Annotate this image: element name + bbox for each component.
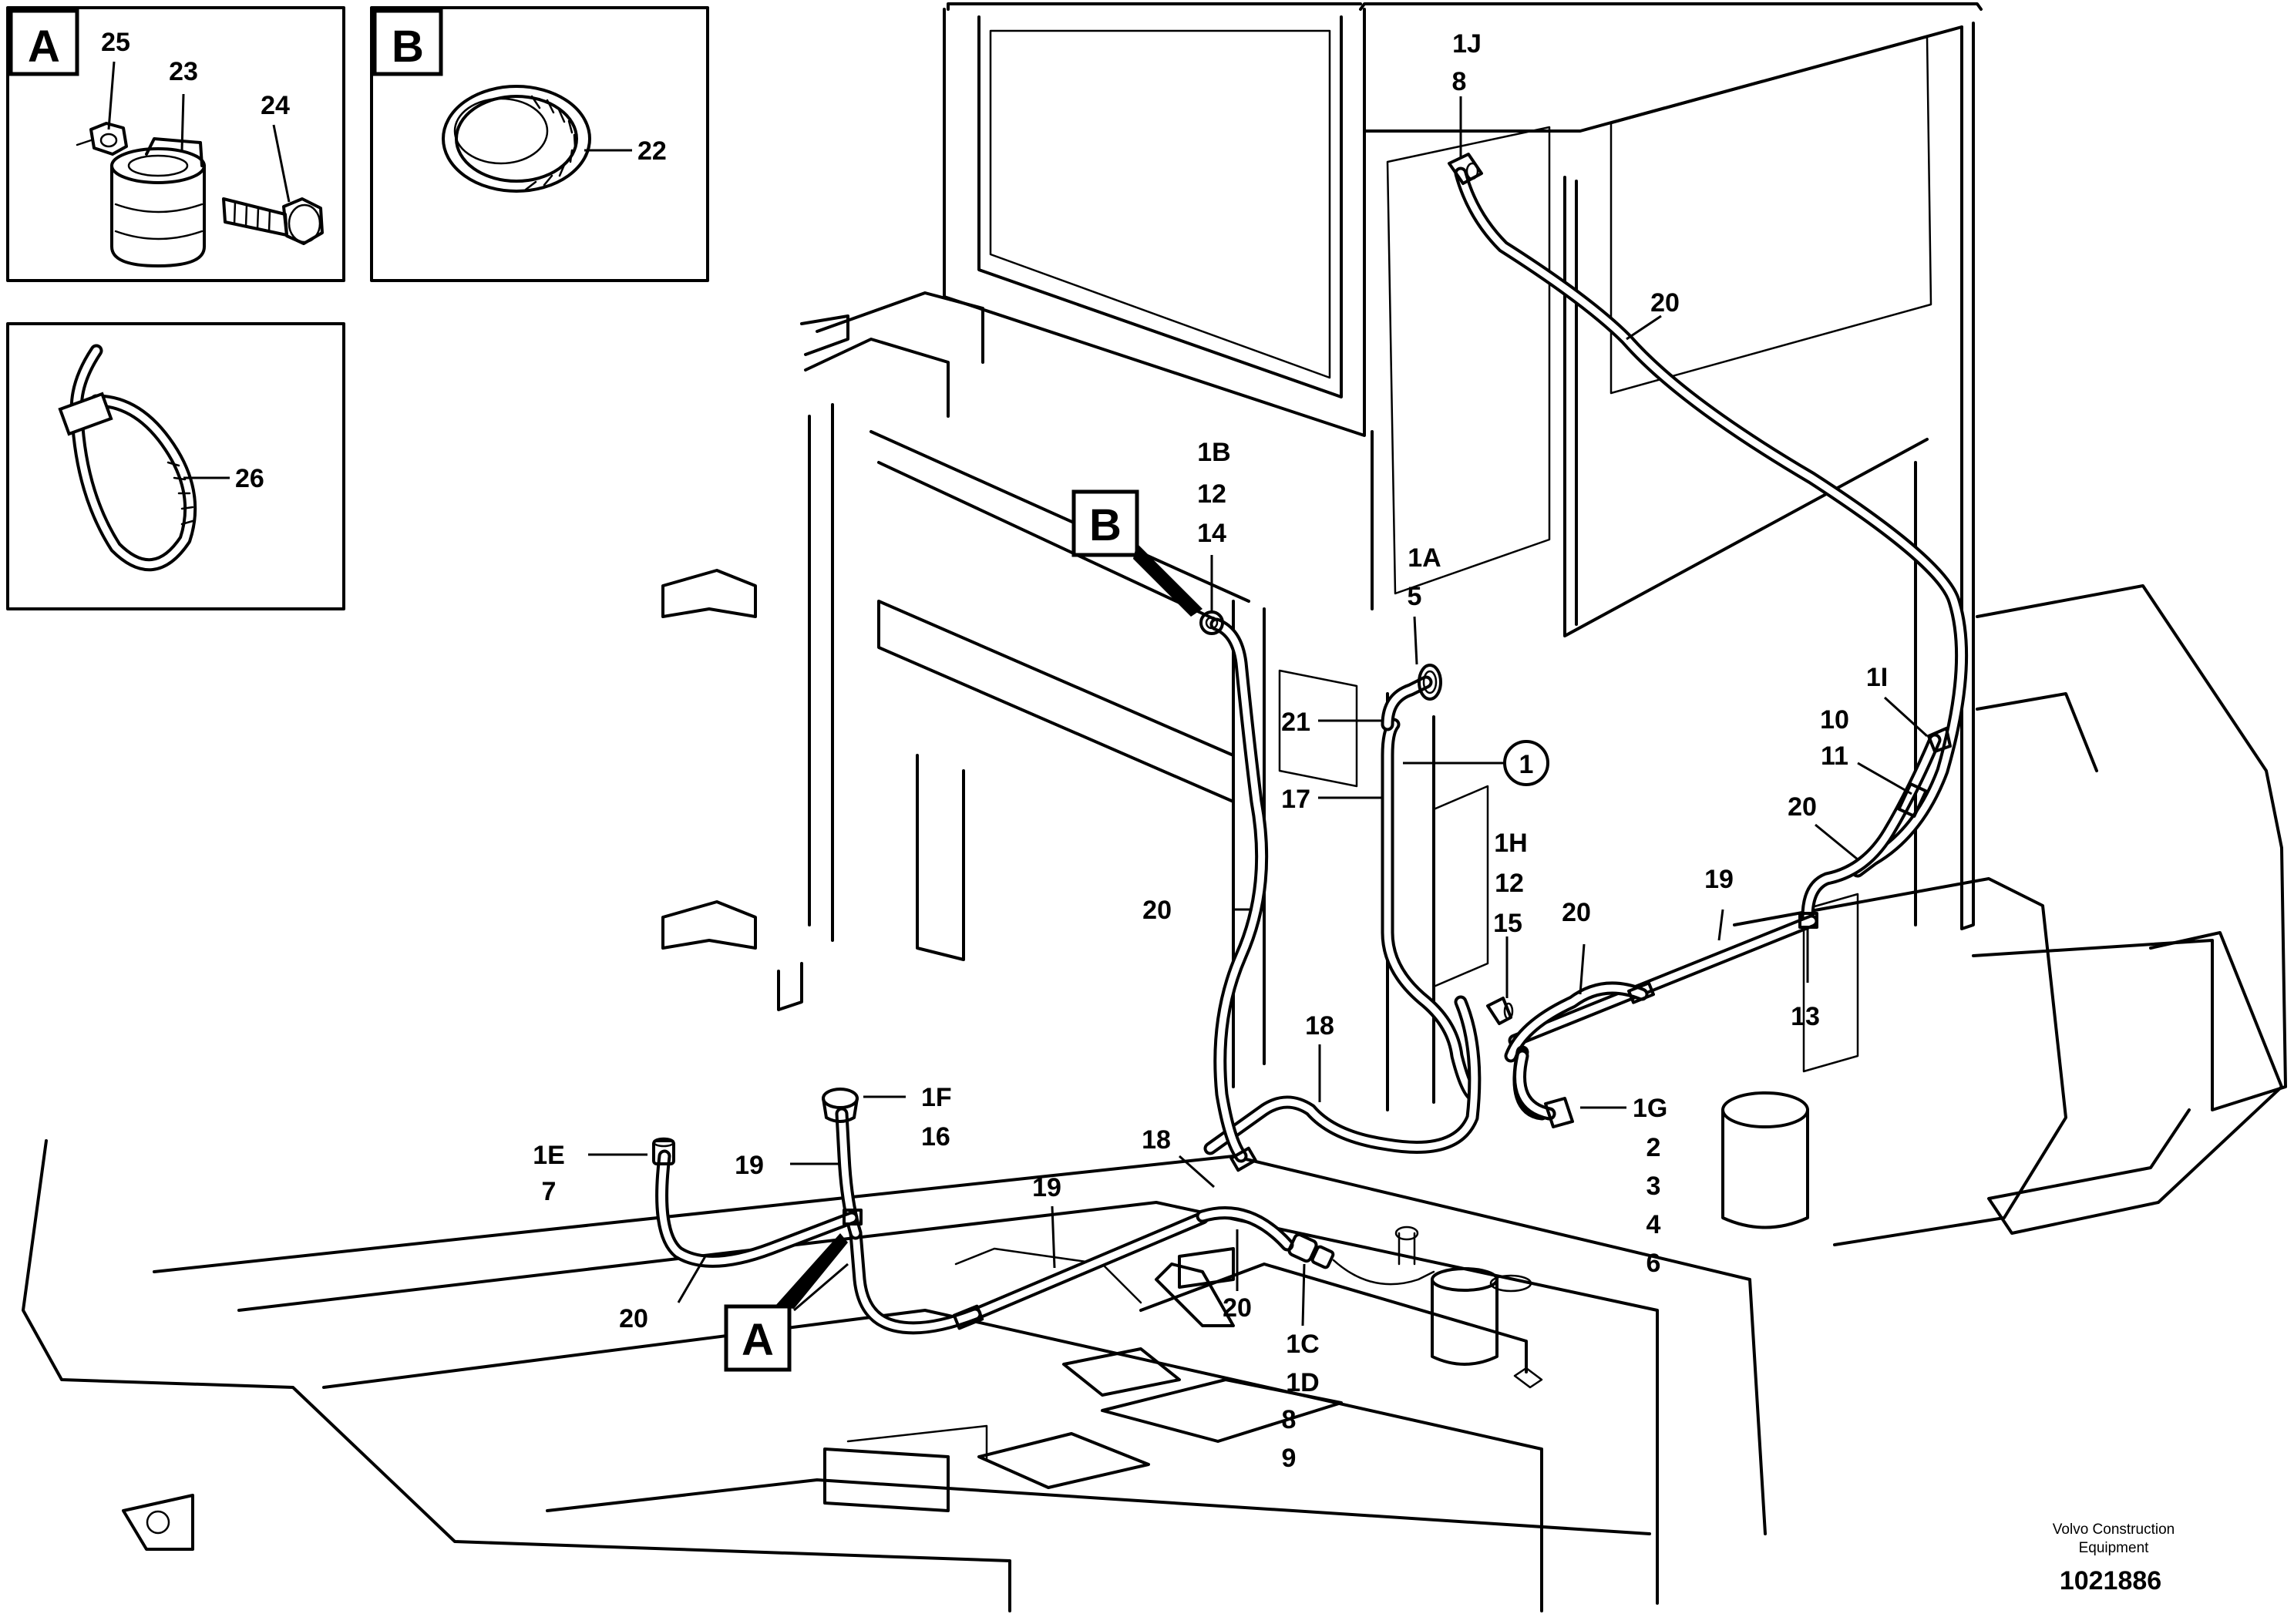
label-20-top: 20 [1650, 288, 1680, 318]
connector-1i [1927, 727, 1952, 753]
callout-b-letter: B [1089, 500, 1122, 550]
circle-ref-1-text: 1 [1519, 750, 1534, 779]
connector-1g [1544, 1097, 1574, 1128]
label-19-b: 19 [1032, 1173, 1061, 1202]
label-1c: 1C [1286, 1330, 1319, 1359]
connector-1h [1486, 997, 1514, 1025]
connector-1f [822, 1088, 859, 1123]
label-1d: 1D [1286, 1368, 1319, 1397]
leader-23 [180, 93, 185, 151]
nut-part-25 [76, 122, 128, 156]
label-1h: 1H [1494, 829, 1527, 858]
label-4: 4 [1646, 1210, 1661, 1239]
label-21: 21 [1281, 708, 1310, 737]
label-23: 23 [169, 57, 198, 86]
label-1f: 1F [921, 1083, 952, 1112]
leader-lines [588, 96, 1929, 1326]
bolt-part-24 [222, 197, 324, 245]
callout-a: A [724, 1233, 849, 1372]
label-26: 26 [235, 464, 264, 493]
footer-company-line2: Equipment [2079, 1540, 2150, 1556]
label-1j: 1J [1452, 29, 1482, 59]
tee-19 [843, 1209, 863, 1226]
cab-front-frame [943, 8, 1366, 437]
label-13: 13 [1791, 1002, 1820, 1031]
inset-a-frame [6, 6, 345, 282]
label-1a: 1A [1408, 543, 1441, 573]
label-8-bottom: 8 [1282, 1405, 1297, 1434]
label-11: 11 [1821, 741, 1848, 771]
label-7: 7 [542, 1177, 557, 1206]
clip-part-23 [110, 137, 206, 267]
label-15: 15 [1493, 909, 1522, 938]
label-14: 14 [1197, 519, 1226, 548]
label-20-mid: 20 [1562, 898, 1591, 927]
label-12-a: 12 [1197, 479, 1226, 509]
clamp-18 [1229, 1146, 1257, 1172]
label-5: 5 [1408, 582, 1422, 611]
connector-1j [1448, 153, 1483, 185]
callout-b: B [1071, 489, 1202, 617]
label-10: 10 [1820, 705, 1849, 735]
inset-cable-tie-frame [6, 322, 345, 610]
footer: Volvo Construction Equipment 1021886 [2053, 1521, 2175, 1595]
label-12-b: 12 [1495, 869, 1524, 898]
label-25: 25 [101, 28, 130, 57]
inset-a: A 25 23 24 [6, 6, 345, 282]
label-18-b: 18 [1142, 1125, 1171, 1155]
label-9: 9 [1282, 1444, 1297, 1473]
inset-b-frame [370, 6, 709, 282]
label-3: 3 [1646, 1172, 1661, 1201]
inset-cable-tie: 26 [6, 322, 345, 610]
label-16: 16 [921, 1122, 950, 1152]
connector-11 [1897, 782, 1928, 818]
part-labels: 1J 8 20 1B 12 14 1A 5 21 17 1I 10 11 20 … [533, 29, 1888, 1473]
connectors [652, 153, 1952, 1330]
inset-b-tag [372, 8, 443, 76]
label-8-top: 8 [1452, 67, 1467, 96]
tee-13 [1798, 912, 1818, 929]
leader-24 [272, 124, 291, 203]
circle-ref-1: 1 [1403, 740, 1549, 786]
label-6: 6 [1646, 1249, 1661, 1278]
footer-company-line1: Volvo Construction [2053, 1521, 2175, 1538]
label-20-right: 20 [1788, 792, 1817, 822]
wire-harness [655, 166, 1969, 1335]
inset-b: B 22 [370, 6, 709, 282]
label-20-left: 20 [1142, 896, 1172, 925]
label-18-a: 18 [1305, 1011, 1334, 1041]
label-19-a: 19 [735, 1151, 764, 1180]
footer-drawing-number: 1021886 [2060, 1566, 2161, 1595]
inset-a-letter: A [28, 22, 60, 72]
label-22: 22 [637, 136, 667, 166]
label-1g: 1G [1633, 1094, 1667, 1123]
inset-b-letter: B [392, 22, 424, 72]
connector-1a-elbow [1381, 664, 1442, 731]
clamp-20 [1627, 981, 1655, 1004]
label-20-bottom-center: 20 [1223, 1293, 1252, 1323]
leader-25 [107, 61, 116, 130]
label-17: 17 [1281, 785, 1310, 814]
label-1e: 1E [533, 1141, 565, 1170]
callout-a-letter: A [742, 1315, 774, 1365]
label-1i: 1I [1866, 663, 1888, 692]
connector-1e [652, 1137, 675, 1165]
connector-1c [1287, 1232, 1335, 1269]
label-20-bottom-left: 20 [619, 1304, 648, 1333]
cable-tie-part-26 [58, 344, 197, 572]
machine-outline [22, 2, 2287, 1612]
label-1b: 1B [1197, 438, 1230, 467]
label-2: 2 [1646, 1133, 1661, 1162]
label-24: 24 [261, 91, 290, 120]
grommet-part-22 [442, 85, 591, 193]
clamp-19a [952, 1304, 984, 1330]
label-19-right: 19 [1704, 865, 1734, 894]
inset-a-tag [8, 8, 79, 76]
